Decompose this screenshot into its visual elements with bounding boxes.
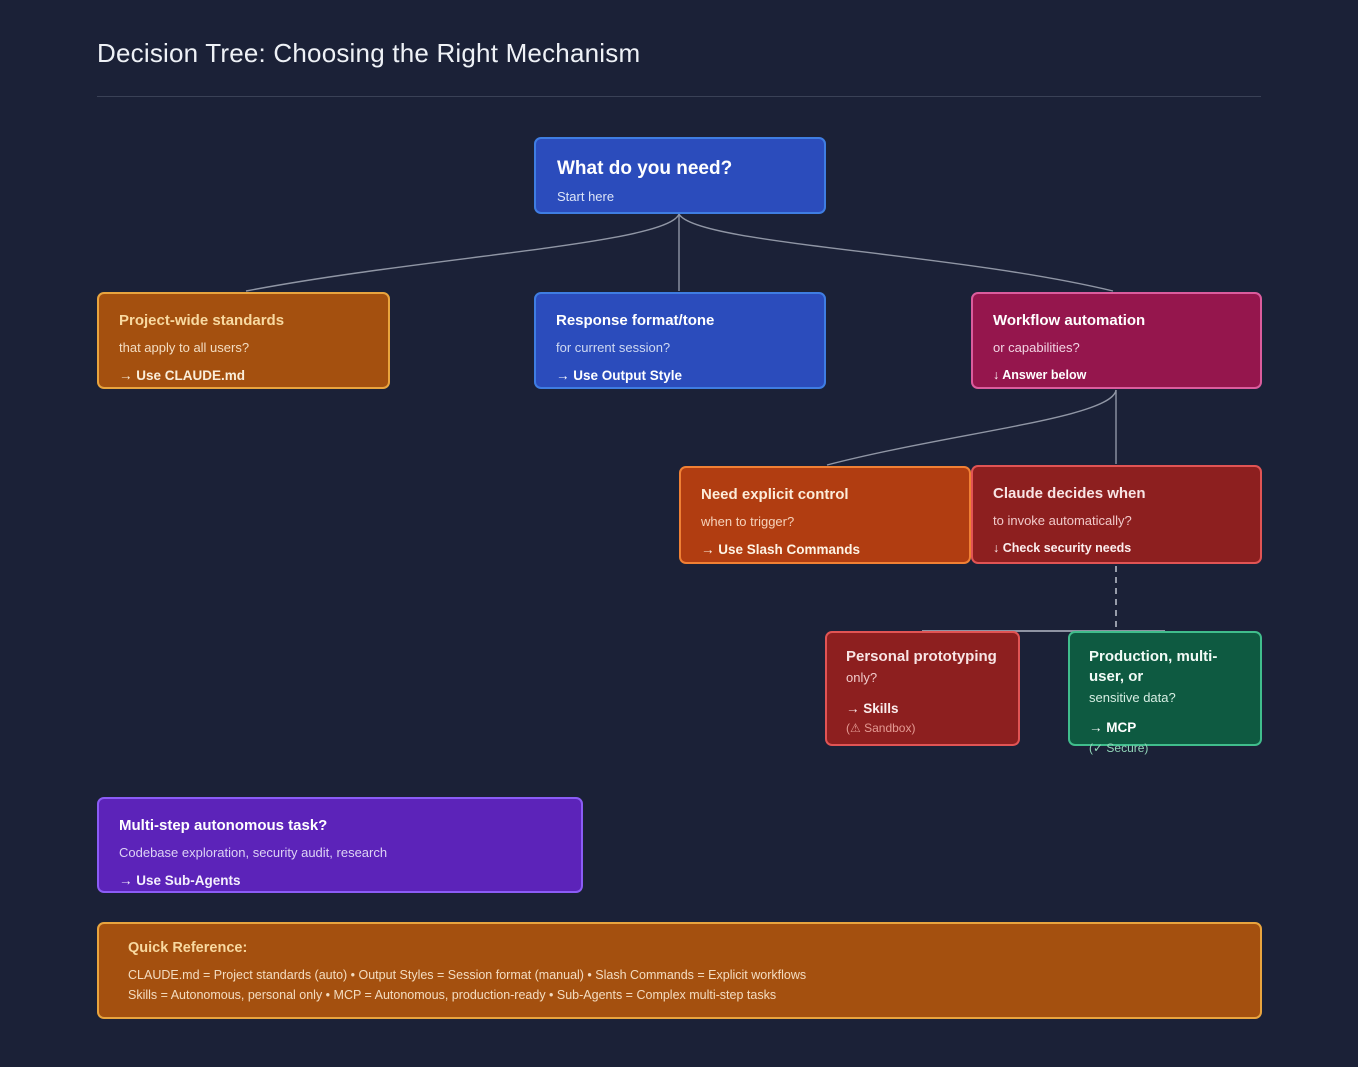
edge-workflow-to-slash <box>826 389 1117 466</box>
node-project-wide-standards: Project-wide standards that apply to all… <box>97 292 390 389</box>
node-title: Project-wide standards <box>119 312 285 329</box>
node-need-explicit-control: Need explicit control when to trigger? →… <box>679 466 971 564</box>
node-title: Multi-step autonomous task? <box>119 817 328 834</box>
title-divider <box>97 96 1261 97</box>
quick-reference-line-1: CLAUDE.md = Project standards (auto) • O… <box>128 968 807 982</box>
node-subtitle: sensitive data? <box>1089 689 1176 705</box>
edge-root-to-standards <box>245 213 680 292</box>
node-workflow-automation: Workflow automation or capabilities? ↓ A… <box>971 292 1262 389</box>
node-action: → Skills <box>846 700 899 716</box>
node-title: Need explicit control <box>701 486 849 503</box>
node-title: Workflow automation <box>993 312 1146 329</box>
node-action: → MCP <box>1089 720 1137 736</box>
node-subtitle: Codebase exploration, security audit, re… <box>119 844 388 860</box>
node-title: Production, multi-user, or <box>1089 648 1218 685</box>
node-action: → Use Output Style <box>556 368 683 384</box>
node-personal-prototyping: Personal prototyping only? → Skills (⚠ S… <box>825 631 1020 746</box>
node-action: → Use Slash Commands <box>701 542 861 558</box>
node-claude-decides-when: Claude decides when to invoke automatica… <box>971 465 1262 564</box>
quick-reference-line-2: Skills = Autonomous, personal only • MCP… <box>128 988 777 1002</box>
page-title: Decision Tree: Choosing the Right Mechan… <box>97 38 641 68</box>
node-secure-note: (✓ Secure) <box>1089 741 1149 756</box>
node-subtitle: only? <box>846 669 878 685</box>
edge-root-to-workflow <box>678 213 1114 292</box>
node-action: → Use Sub-Agents <box>119 873 241 889</box>
node-subtitle: that apply to all users? <box>119 339 250 355</box>
node-subtitle: or capabilities? <box>993 339 1080 355</box>
node-subtitle: when to trigger? <box>701 513 795 529</box>
node-subtitle: for current session? <box>556 339 671 355</box>
quick-reference-panel: Quick Reference: CLAUDE.md = Project sta… <box>97 922 1262 1019</box>
node-title: Personal prototyping <box>846 648 997 665</box>
node-action: ↓ Answer below <box>993 368 1087 383</box>
node-production-multi-user: Production, multi-user, or sensitive dat… <box>1068 631 1262 755</box>
node-title: Claude decides when <box>993 485 1146 502</box>
node-subtitle: Start here <box>557 188 615 204</box>
node-sandbox-note: (⚠ Sandbox) <box>846 721 916 736</box>
node-multi-step-autonomous-task: Multi-step autonomous task? Codebase exp… <box>97 797 583 893</box>
node-action: → Use CLAUDE.md <box>119 368 246 384</box>
node-action: ↓ Check security needs <box>993 541 1132 556</box>
node-title: What do you need? <box>557 158 733 179</box>
node-what-do-you-need: What do you need? Start here <box>534 137 826 214</box>
node-subtitle: to invoke automatically? <box>993 512 1132 528</box>
node-title: Response format/tone <box>556 312 715 329</box>
quick-reference-heading: Quick Reference: <box>128 940 248 956</box>
node-response-format-tone: Response format/tone for current session… <box>534 292 826 389</box>
